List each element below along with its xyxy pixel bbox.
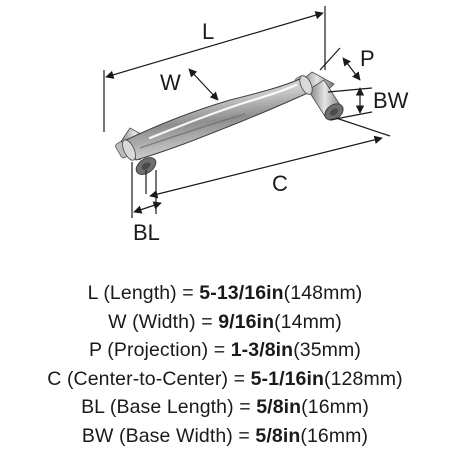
spec-name: W (Width) = xyxy=(108,310,219,333)
spec-value: 1-3/8in xyxy=(230,339,294,361)
projection-extension xyxy=(319,47,341,71)
spec-metric: (35mm) xyxy=(293,339,361,361)
spec-name: P (Projection) = xyxy=(89,339,231,361)
cabinet-pull-handle xyxy=(115,71,344,175)
spec-name: BW (Base Width) = xyxy=(81,424,256,447)
spec-metric: (14mm) xyxy=(274,310,342,333)
label-center: C xyxy=(272,171,288,196)
center-dimension-line xyxy=(149,135,383,199)
spec-value: 5/8in xyxy=(255,424,301,447)
spec-metric: (148mm) xyxy=(283,282,363,304)
label-width: W xyxy=(160,70,181,95)
spec-value: 9/16in xyxy=(218,310,275,333)
spec-value: 5-13/16in xyxy=(199,282,284,304)
spec-length: L (Length) = 5-13/16in(148mm) xyxy=(0,279,450,308)
dimension-lines xyxy=(103,6,391,218)
label-base-length: BL xyxy=(133,220,160,245)
spec-base-width: BW (Base Width) = 5/8in(16mm) xyxy=(0,422,450,450)
projection-dimension-line xyxy=(342,57,361,81)
label-length: L xyxy=(202,19,214,44)
spec-value: 5/8in xyxy=(256,396,302,418)
center-extension-right xyxy=(335,117,391,137)
spec-width: W (Width) = 9/16in(14mm) xyxy=(0,308,450,337)
spec-name: L (Length) = xyxy=(87,282,200,304)
label-projection: P xyxy=(360,46,375,71)
label-base-width: BW xyxy=(373,88,409,113)
length-dimension-line xyxy=(105,11,324,79)
spec-value: 5-1/16in xyxy=(250,367,325,390)
spec-metric: (16mm) xyxy=(300,424,369,447)
width-dimension-line xyxy=(188,68,219,101)
dimension-specs-list: L (Length) = 5-13/16in(148mm) W (Width) … xyxy=(0,279,450,450)
spec-projection: P (Projection) = 1-3/8in(35mm) xyxy=(0,336,450,365)
handle-bar xyxy=(122,75,313,161)
spec-center-to-center: C (Center-to-Center) = 5-1/16in(128mm) xyxy=(0,365,450,394)
spec-name: BL (Base Length) = xyxy=(81,396,257,418)
spec-base-length: BL (Base Length) = 5/8in(16mm) xyxy=(0,393,450,422)
spec-metric: (16mm) xyxy=(301,396,369,418)
spec-name: C (Center-to-Center) = xyxy=(47,367,251,390)
base-width-extension-top xyxy=(327,87,373,93)
spec-metric: (128mm) xyxy=(324,367,403,390)
base-length-dimension-line xyxy=(133,201,162,214)
handle-dimension-diagram: L W P BW C BL xyxy=(103,6,409,245)
